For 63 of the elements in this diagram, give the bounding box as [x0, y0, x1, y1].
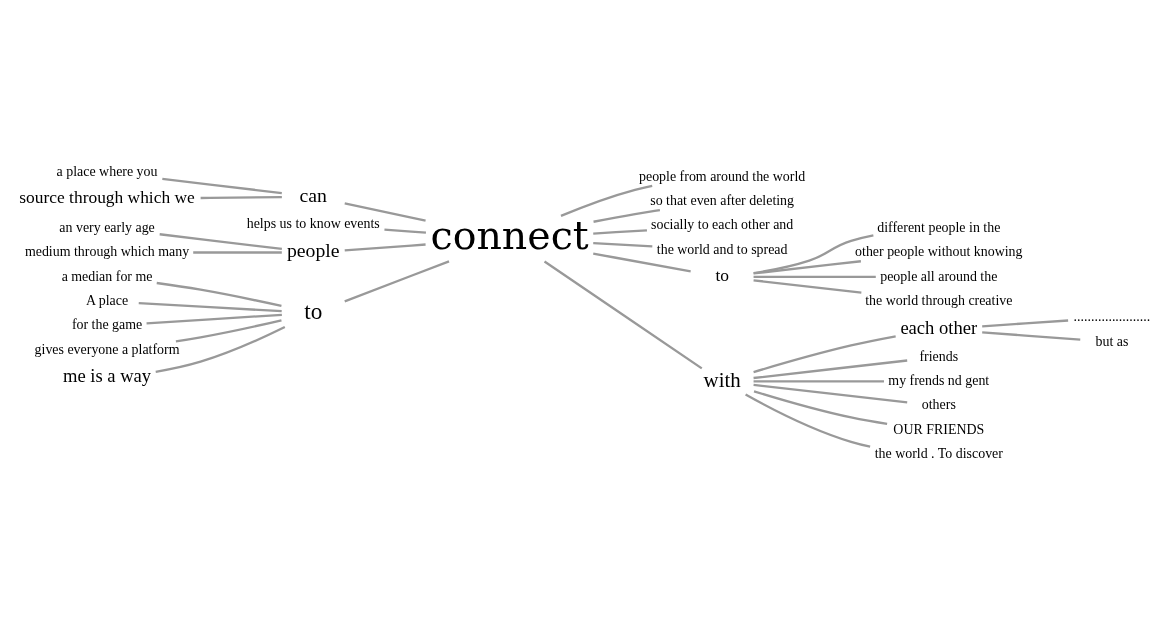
node-text: medium through which many	[24, 244, 190, 260]
node-text: other people without knowing	[855, 244, 1023, 260]
node-text: socially to each other and	[651, 217, 794, 233]
node-text: the world through creative	[865, 292, 1013, 308]
connector	[982, 319, 1069, 328]
connector	[560, 184, 653, 217]
node-text: source through which we	[19, 187, 195, 208]
connector	[753, 275, 876, 279]
connector	[593, 229, 647, 235]
connector	[753, 279, 862, 294]
node-text: an very early age	[59, 219, 155, 235]
node-text: for the game	[71, 317, 143, 333]
node-text: to	[715, 264, 729, 285]
connector	[543, 260, 703, 370]
node-text: connect	[430, 211, 589, 258]
connector	[344, 260, 450, 303]
connector	[138, 301, 282, 313]
node-text: a median for me	[61, 268, 153, 284]
node-text: to	[304, 297, 323, 324]
connector	[745, 393, 871, 448]
connector	[193, 251, 282, 254]
connector	[155, 326, 286, 373]
connector	[593, 208, 661, 223]
node-text: people all around the	[880, 268, 998, 284]
connector	[753, 390, 888, 426]
node-text: OUR FRIENDS	[893, 421, 985, 437]
connector	[159, 233, 282, 251]
node-text: but as	[1095, 333, 1129, 349]
node-text: A place	[85, 292, 129, 308]
connector	[753, 234, 874, 275]
connector	[593, 252, 691, 273]
node-text: so that even after deleting	[650, 193, 795, 208]
node-text: people from around the world	[639, 168, 806, 184]
node-text: helps us to know events	[246, 216, 380, 232]
node-text: friends	[919, 348, 959, 364]
connector	[200, 195, 282, 200]
connector	[162, 177, 282, 195]
node-text: each other	[900, 316, 978, 338]
node-text: can	[299, 183, 327, 206]
connector	[344, 243, 426, 252]
connector	[344, 202, 426, 222]
node-text: people	[286, 239, 340, 262]
connector	[593, 241, 653, 248]
node-text: with	[703, 367, 741, 392]
connector	[753, 380, 884, 383]
node-text: the world . To discover	[874, 446, 1003, 462]
node-text: me is a way	[62, 365, 152, 387]
node-text: gives everyone a platform	[34, 341, 180, 357]
connector	[175, 319, 282, 343]
connector	[753, 359, 908, 380]
node-text: others	[921, 397, 956, 413]
node-text: a place where you	[56, 163, 158, 179]
connector	[156, 281, 282, 308]
node-text: ......................	[1073, 309, 1151, 325]
node-text: different people in the	[877, 219, 1001, 235]
connector	[753, 260, 862, 275]
connector	[753, 335, 896, 374]
node-text: the world and to spread	[656, 241, 788, 257]
connector	[146, 313, 282, 325]
connector	[384, 228, 426, 234]
connector	[982, 331, 1081, 341]
node-text: my frends nd gent	[888, 373, 990, 389]
connector	[753, 383, 908, 404]
